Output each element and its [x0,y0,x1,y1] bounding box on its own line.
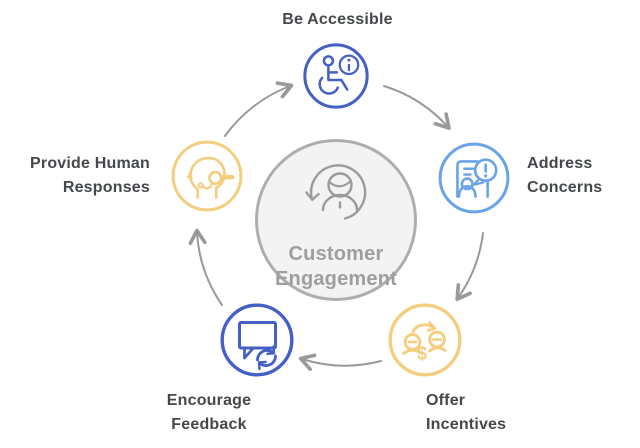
dollar-glyph: $ [417,344,427,364]
arrow-right-to-bottomright [455,232,484,302]
headset-agent-icon [171,140,243,212]
person-refresh-icon [305,164,367,220]
label-be-accessible: Be Accessible [282,11,393,28]
coins-exchange-icon: $ [388,303,462,377]
arrow-bottomright-to-bottomleft [298,353,382,371]
center-hub-label: Customer Engagement [274,243,398,290]
arrow-left-to-top [224,81,294,137]
label-offer-incentives: Offer Incentives [426,392,507,433]
speech-bubble-sync-icon [220,303,294,377]
document-alert-person-icon [438,142,510,214]
label-provide-human-responses: Provide Human Responses [30,155,150,196]
wheelchair-info-icon [303,43,369,109]
arrow-bottomleft-to-left [188,228,223,306]
label-address-concerns: Address Concerns [527,155,603,196]
center-hub: Customer Engagement [255,139,417,301]
label-encourage-feedback: Encourage Feedback [166,392,252,433]
arrow-top-to-right [383,85,451,130]
